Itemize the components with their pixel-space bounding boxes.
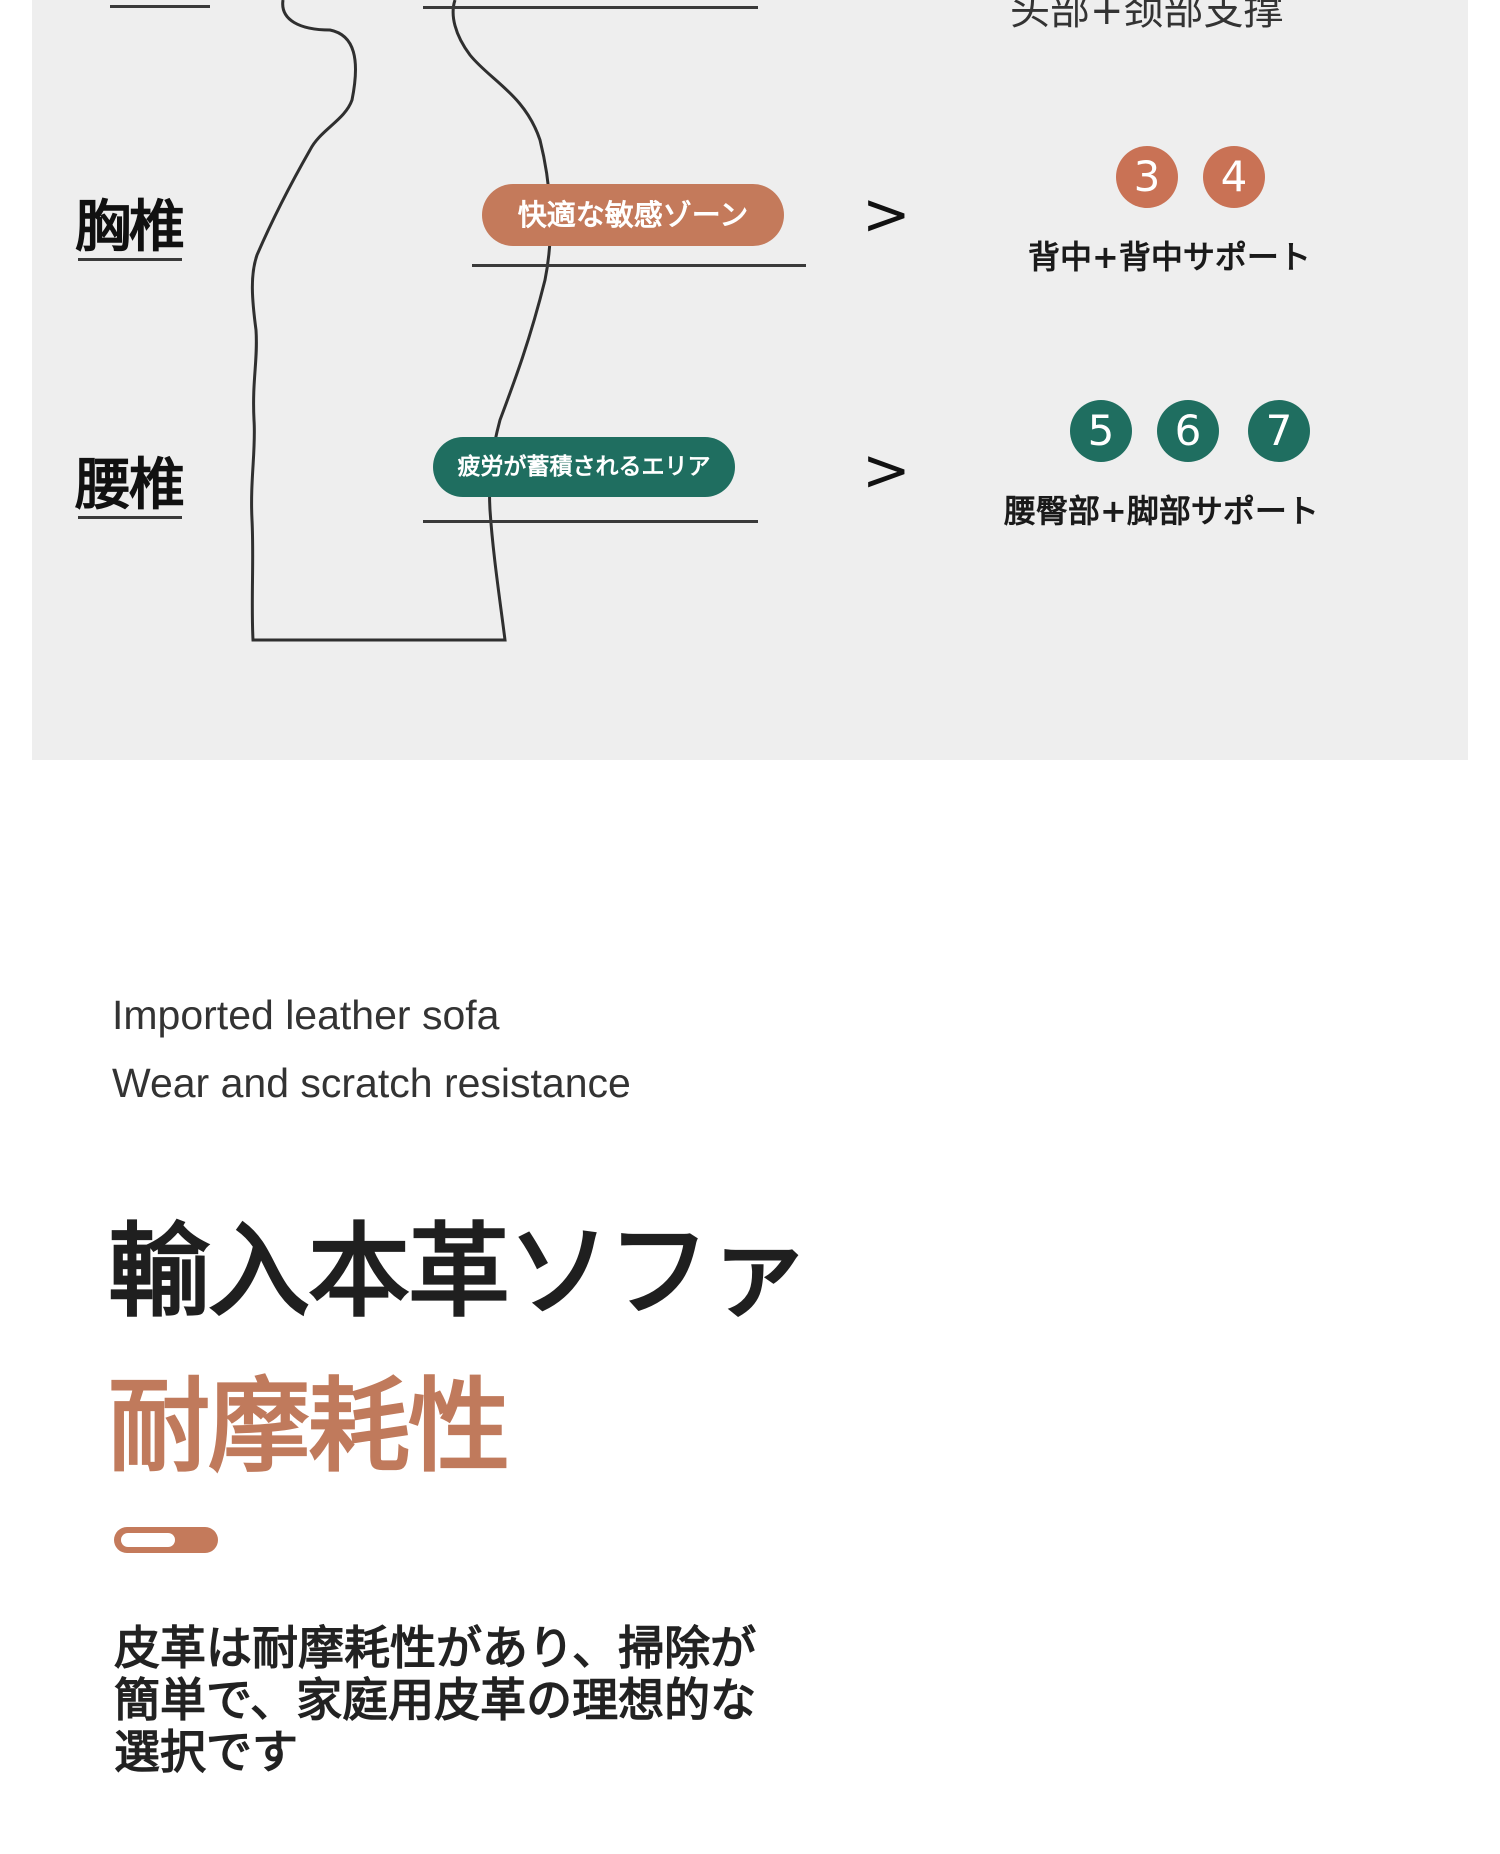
spine-underline-lumbar — [78, 516, 182, 519]
spine-underline-thoracic — [78, 258, 182, 261]
toggle-knob — [121, 1533, 175, 1547]
support-point-3: 3 — [1116, 146, 1178, 208]
support-point-5: 5 — [1070, 400, 1132, 462]
zone-line-lumbar — [423, 520, 758, 523]
headline-accent: 耐摩耗性 — [108, 1368, 510, 1487]
support-point-4: 4 — [1203, 146, 1265, 208]
arrow-thoracic: > — [862, 180, 911, 248]
support-point-6: 6 — [1157, 400, 1219, 462]
spine-label-thoracic: 胸椎 — [75, 195, 185, 260]
top-guide-line-right — [423, 6, 758, 9]
zone-pill-sensitive: 快適な敏感ゾーン — [482, 184, 784, 246]
zone-pill-fatigue: 疲労が蓄積されるエリア — [433, 437, 735, 497]
head-neck-support-text: 头部+颈部支撑 — [1010, 0, 1284, 34]
support-text-hip-leg: 腰臀部+脚部サポート — [1004, 492, 1319, 530]
spine-label-lumbar: 腰椎 — [75, 453, 185, 518]
arrow-lumbar: > — [862, 436, 911, 504]
support-point-7: 7 — [1248, 400, 1310, 462]
top-guide-line-left — [110, 5, 210, 8]
zone-line-thoracic — [472, 264, 806, 267]
body-silhouette-outline — [250, 0, 552, 642]
spine-diagram-panel — [32, 0, 1468, 760]
subtitle-en-line2: Wear and scratch resistance — [112, 1060, 631, 1106]
decorative-toggle-bar — [114, 1527, 218, 1553]
support-text-back: 背中+背中サポート — [1028, 238, 1311, 276]
description-text: 皮革は耐摩耗性があり、掃除が簡単で、家庭用皮革の理想的な選択です — [114, 1621, 757, 1779]
headline-title: 輸入本革ソファ — [108, 1213, 810, 1332]
subtitle-en-line1: Imported leather sofa — [112, 992, 500, 1038]
